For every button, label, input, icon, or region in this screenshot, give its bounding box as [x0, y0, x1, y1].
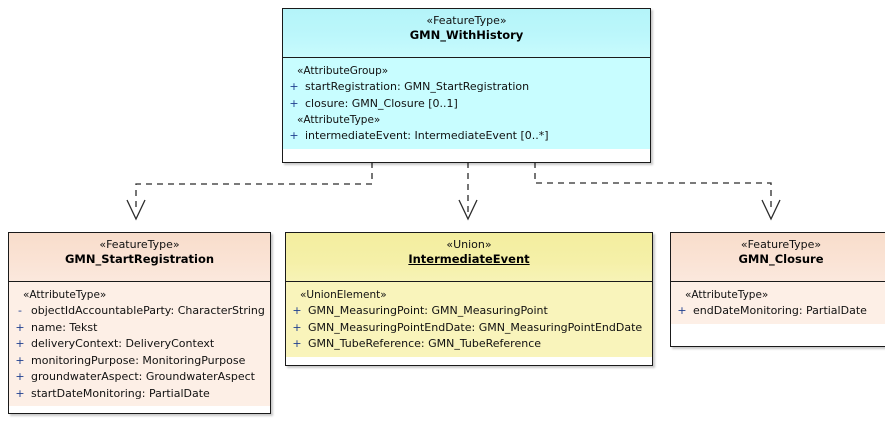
visibility-marker: +: [289, 129, 299, 142]
class-stereotype: «Union»: [446, 238, 492, 251]
class-name: GMN_WithHistory: [409, 28, 524, 42]
attribute-text: intermediateEvent: IntermediateEvent [0.…: [305, 129, 549, 142]
attribute-row[interactable]: + groundwaterAspect: GroundwaterAspect: [9, 369, 270, 386]
attribute-group-label: «AttributeType»: [297, 114, 381, 126]
attribute-row[interactable]: + name: Tekst: [9, 320, 270, 337]
connector-root-to-intermediate-event: [458, 162, 478, 221]
attribute-text: groundwaterAspect: GroundwaterAspect: [31, 370, 255, 383]
visibility-marker: +: [677, 304, 687, 317]
class-name: GMN_StartRegistration: [64, 252, 215, 266]
attribute-text: deliveryContext: DeliveryContext: [31, 337, 215, 350]
class-body-gmn-closure: «AttributeType» + endDateMonitoring: Par…: [671, 282, 885, 324]
visibility-marker: +: [292, 320, 302, 334]
attribute-row[interactable]: + closure: GMN_Closure [0..1]: [283, 96, 650, 113]
attribute-row[interactable]: + intermediateEvent: IntermediateEvent […: [283, 128, 650, 145]
attribute-row[interactable]: - objectIdAccountableParty: CharacterStr…: [9, 303, 270, 320]
visibility-marker: +: [15, 320, 25, 334]
visibility-marker: +: [15, 386, 25, 400]
attribute-row[interactable]: + deliveryContext: DeliveryContext: [9, 336, 270, 353]
class-box-gmn-startregistration[interactable]: «FeatureType» GMN_StartRegistration «Att…: [8, 232, 271, 414]
class-header-gmn-withhistory: «FeatureType» GMN_WithHistory: [283, 9, 650, 58]
attribute-row[interactable]: + GMN_MeasuringPointEndDate: GMN_Measuri…: [286, 320, 652, 337]
attribute-group-label: «AttributeGroup»: [297, 65, 389, 77]
visibility-marker: +: [15, 337, 25, 350]
class-stereotype: «FeatureType»: [426, 14, 507, 27]
attribute-row[interactable]: + endDateMonitoring: PartialDate: [671, 303, 885, 320]
visibility-marker: +: [15, 370, 25, 383]
attribute-text: GMN_MeasuringPointEndDate: GMN_Measuring…: [308, 320, 643, 334]
attribute-row[interactable]: + monitoringPurpose: MonitoringPurpose: [9, 353, 270, 370]
class-box-intermediateevent[interactable]: «Union» IntermediateEvent «UnionElement»…: [285, 232, 653, 366]
visibility-marker: -: [18, 304, 22, 317]
attribute-text: GMN_MeasuringPoint: GMN_MeasuringPoint: [308, 304, 548, 317]
attribute-row[interactable]: + GMN_MeasuringPoint: GMN_MeasuringPoint: [286, 303, 652, 320]
visibility-marker: +: [289, 80, 299, 93]
class-name: IntermediateEvent: [408, 252, 530, 266]
visibility-marker: +: [15, 353, 25, 367]
visibility-marker: +: [292, 337, 302, 350]
connector-root-to-start-registration: [126, 162, 373, 221]
attribute-text: monitoringPurpose: MonitoringPurpose: [31, 353, 246, 367]
attribute-text: objectIdAccountableParty: CharacterStrin…: [31, 304, 265, 317]
attribute-text: startDateMonitoring: PartialDate: [31, 386, 210, 400]
connector-root-to-closure: [534, 162, 781, 221]
attribute-group-label: «AttributeType»: [685, 289, 769, 301]
class-body-gmn-startregistration: «AttributeType» - objectIdAccountablePar…: [9, 282, 270, 406]
attribute-group-label: «UnionElement»: [300, 289, 387, 301]
class-body-gmn-withhistory: «AttributeGroup» + startRegistration: GM…: [283, 58, 650, 149]
attribute-text: name: Tekst: [31, 320, 98, 334]
visibility-marker: +: [289, 96, 299, 110]
attribute-text: endDateMonitoring: PartialDate: [693, 304, 867, 317]
attribute-row[interactable]: + startRegistration: GMN_StartRegistrati…: [283, 79, 650, 96]
class-header-intermediateevent: «Union» IntermediateEvent: [286, 233, 652, 282]
class-stereotype: «FeatureType»: [740, 238, 822, 251]
class-body-intermediateevent: «UnionElement» + GMN_MeasuringPoint: GMN…: [286, 282, 652, 357]
attribute-row[interactable]: + GMN_TubeReference: GMN_TubeReference: [286, 336, 652, 353]
visibility-marker: +: [292, 304, 302, 317]
class-stereotype: «FeatureType»: [99, 238, 180, 251]
attribute-group-label: «AttributeType»: [23, 289, 107, 301]
attribute-text: closure: GMN_Closure [0..1]: [305, 96, 458, 110]
class-box-gmn-closure[interactable]: «FeatureType» GMN_Closure «AttributeType…: [670, 232, 885, 347]
class-name: GMN_Closure: [738, 252, 824, 266]
class-box-gmn-withhistory[interactable]: «FeatureType» GMN_WithHistory «Attribute…: [282, 8, 651, 163]
class-header-gmn-closure: «FeatureType» GMN_Closure: [671, 233, 885, 282]
attribute-text: GMN_TubeReference: GMN_TubeReference: [308, 337, 542, 350]
class-header-gmn-startregistration: «FeatureType» GMN_StartRegistration: [9, 233, 270, 282]
attribute-text: startRegistration: GMN_StartRegistration: [305, 80, 530, 93]
attribute-row[interactable]: + startDateMonitoring: PartialDate: [9, 386, 270, 403]
